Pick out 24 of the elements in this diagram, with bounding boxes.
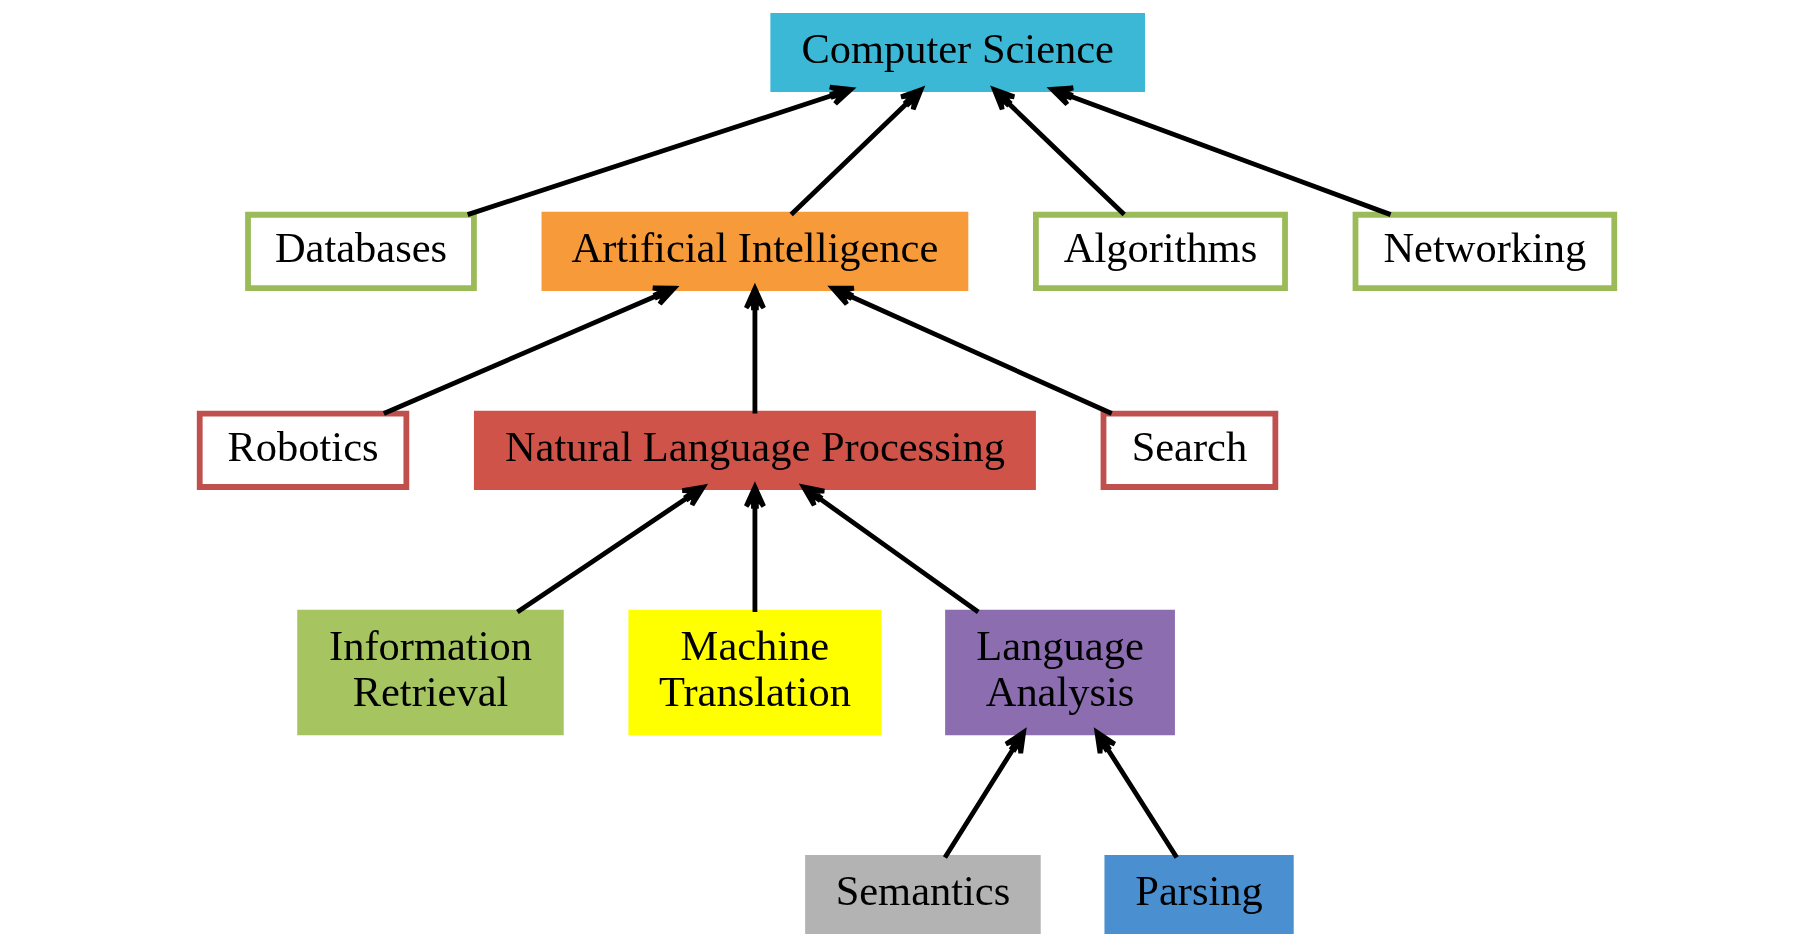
node-box: Robotics (196, 410, 410, 490)
node-box: Semantics (805, 854, 1041, 935)
node-box: Databases (245, 211, 477, 291)
node-box: Language Analysis (945, 609, 1175, 736)
node-box: Networking (1352, 211, 1618, 291)
arrow (991, 87, 1126, 217)
node-box: Natural Language Processing (473, 410, 1036, 490)
node-box: Search (1100, 410, 1279, 490)
arrow (942, 729, 1027, 859)
node-box: Computer Science (770, 12, 1145, 93)
arrow (382, 285, 677, 416)
arrow (466, 84, 854, 217)
node-box: Algorithms (1033, 211, 1288, 291)
arrow (1094, 729, 1179, 859)
node-box: Artificial Intelligence (541, 211, 969, 291)
node-box: Parsing (1104, 854, 1294, 935)
node-box: Machine Translation (628, 609, 882, 736)
arrow (1049, 85, 1392, 217)
arrow (801, 484, 980, 614)
arrow (830, 285, 1113, 416)
node-box: Information Retrieval (297, 609, 564, 736)
arrow (789, 87, 924, 217)
arrow (516, 484, 706, 614)
arrow (743, 484, 767, 612)
